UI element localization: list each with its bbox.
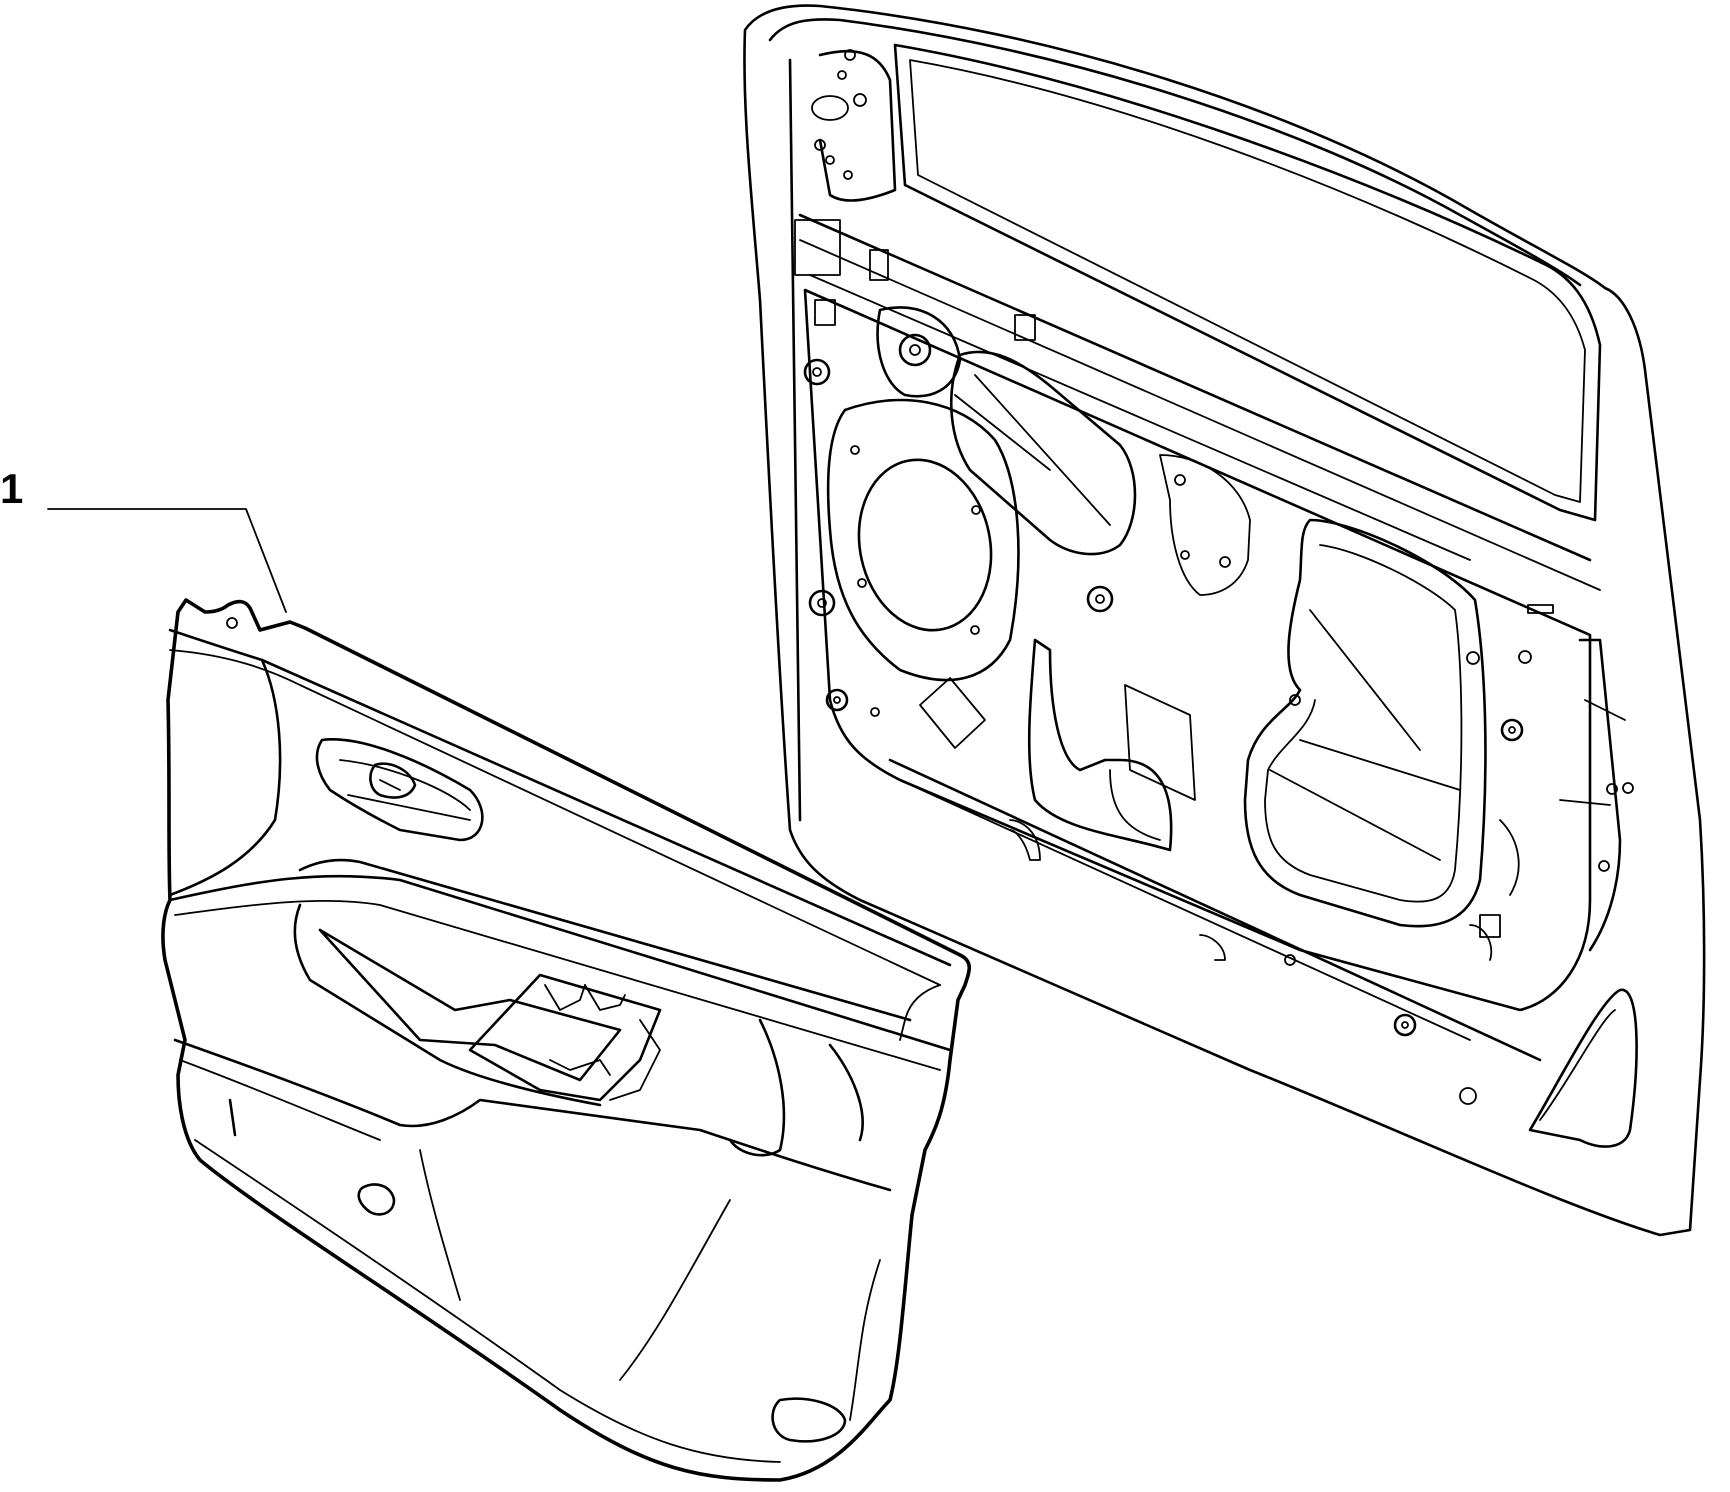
door-frame [743,4,1706,1237]
door-trim-panel [161,598,972,1482]
callout-label-1: 1 [0,465,24,512]
callout-leader-1 [47,508,287,613]
